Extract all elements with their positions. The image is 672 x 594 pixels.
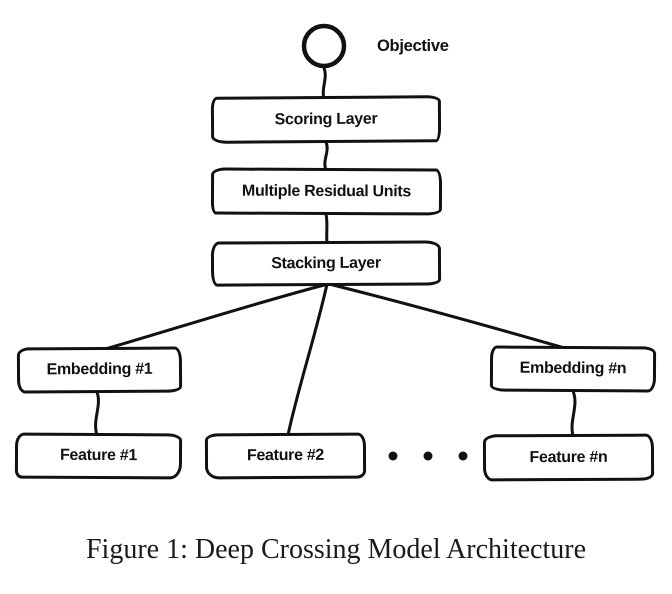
scoring-layer-label: Scoring Layer xyxy=(274,110,378,128)
box-feature-1: Feature #1 xyxy=(14,432,183,480)
connector-residual-stacking xyxy=(324,212,329,245)
connector-stacking-embeddingn xyxy=(327,282,570,351)
connector-stacking-embedding1 xyxy=(100,282,330,352)
box-scoring-layer: Scoring Layer xyxy=(210,95,442,144)
feature-1-label: Feature #1 xyxy=(59,446,138,465)
connector-embeddingn-featuren xyxy=(570,389,577,438)
embedding-1-label: Embedding #1 xyxy=(46,360,153,379)
box-stacking-layer: Stacking Layer xyxy=(210,240,442,287)
box-multiple-residual-units: Multiple Residual Units xyxy=(210,167,443,216)
figure-caption: Figure 1: Deep Crossing Model Architectu… xyxy=(85,534,586,565)
circle-node-icon xyxy=(301,23,347,69)
ellipsis-dots-icon xyxy=(388,451,468,461)
feature-2-label: Feature #2 xyxy=(246,446,325,465)
objective-label: Objective xyxy=(377,37,449,55)
connector-circle-scoring xyxy=(321,66,327,101)
box-embedding-1: Embedding #1 xyxy=(16,346,183,394)
connector-embedding1-feature1 xyxy=(94,390,100,437)
connector-stacking-feature2 xyxy=(286,282,329,437)
connector-scoring-residual xyxy=(323,140,329,172)
box-feature-2: Feature #2 xyxy=(204,432,367,480)
box-feature-n: Feature #n xyxy=(482,433,655,482)
feature-n-label: Feature #n xyxy=(529,448,608,466)
stacking-layer-label: Stacking Layer xyxy=(271,254,381,272)
box-embedding-n: Embedding #n xyxy=(489,345,657,393)
embedding-n-label: Embedding #n xyxy=(519,359,627,378)
multiple-residual-units-label: Multiple Residual Units xyxy=(241,182,412,200)
